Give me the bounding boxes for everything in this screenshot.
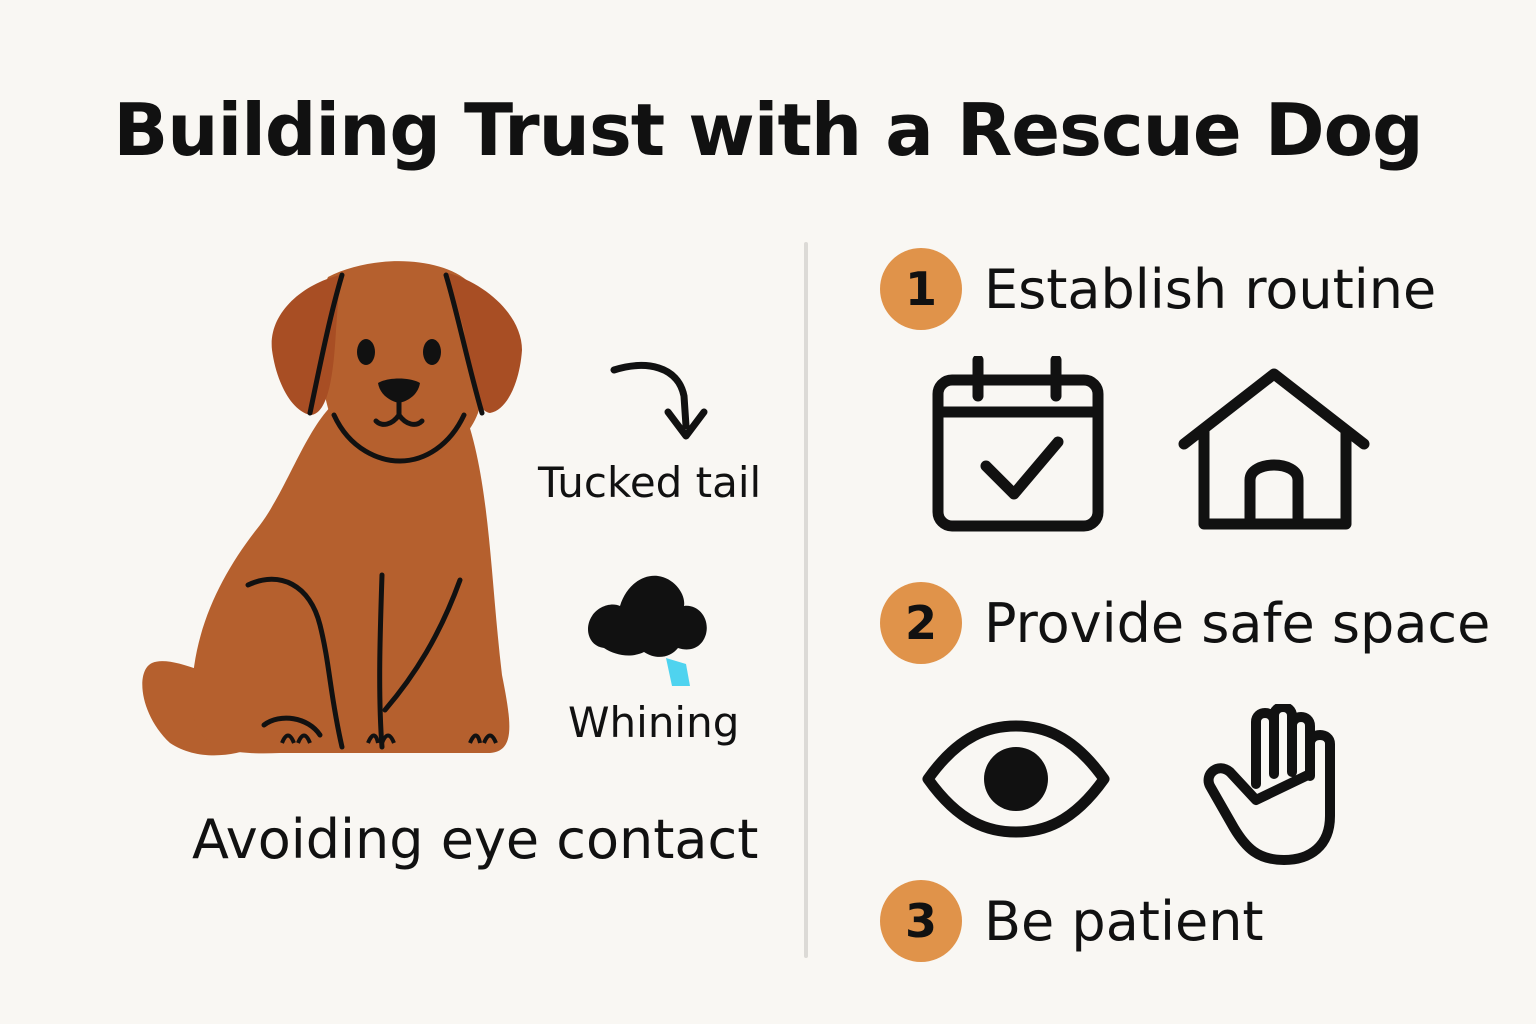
step-label: Establish routine	[984, 257, 1437, 321]
house-icon	[1178, 368, 1370, 530]
step-3: 3 Be patient	[880, 880, 1264, 962]
step-number-badge: 3	[880, 880, 962, 962]
sign-label-whining: Whining	[568, 698, 740, 747]
step-2: 2 Provide safe space	[880, 582, 1490, 664]
step-number-badge: 1	[880, 248, 962, 330]
dog-nose	[378, 378, 420, 403]
step-label: Be patient	[984, 889, 1264, 953]
dog-ear-left	[271, 275, 340, 415]
calendar-check-icon	[932, 356, 1104, 532]
step-label: Provide safe space	[984, 591, 1491, 655]
dog-eye-right	[423, 339, 441, 365]
column-divider	[804, 242, 808, 958]
cloud-icon	[588, 575, 707, 686]
dog-eye-left	[357, 339, 375, 365]
eye-icon	[922, 720, 1110, 838]
curved-arrow-icon	[610, 362, 708, 440]
dog-head	[317, 261, 487, 462]
tear-drop	[666, 658, 690, 686]
dog-ear-right	[448, 273, 522, 413]
dog-illustration	[142, 261, 522, 756]
hand-icon	[1203, 704, 1335, 865]
step-1: 1 Establish routine	[880, 248, 1436, 330]
step-number-badge: 2	[880, 582, 962, 664]
page-title: Building Trust with a Rescue Dog	[113, 88, 1423, 172]
sign-label-tucked-tail: Tucked tail	[538, 458, 762, 507]
dog-body	[191, 395, 510, 754]
sign-label-eye-contact: Avoiding eye contact	[192, 808, 759, 871]
